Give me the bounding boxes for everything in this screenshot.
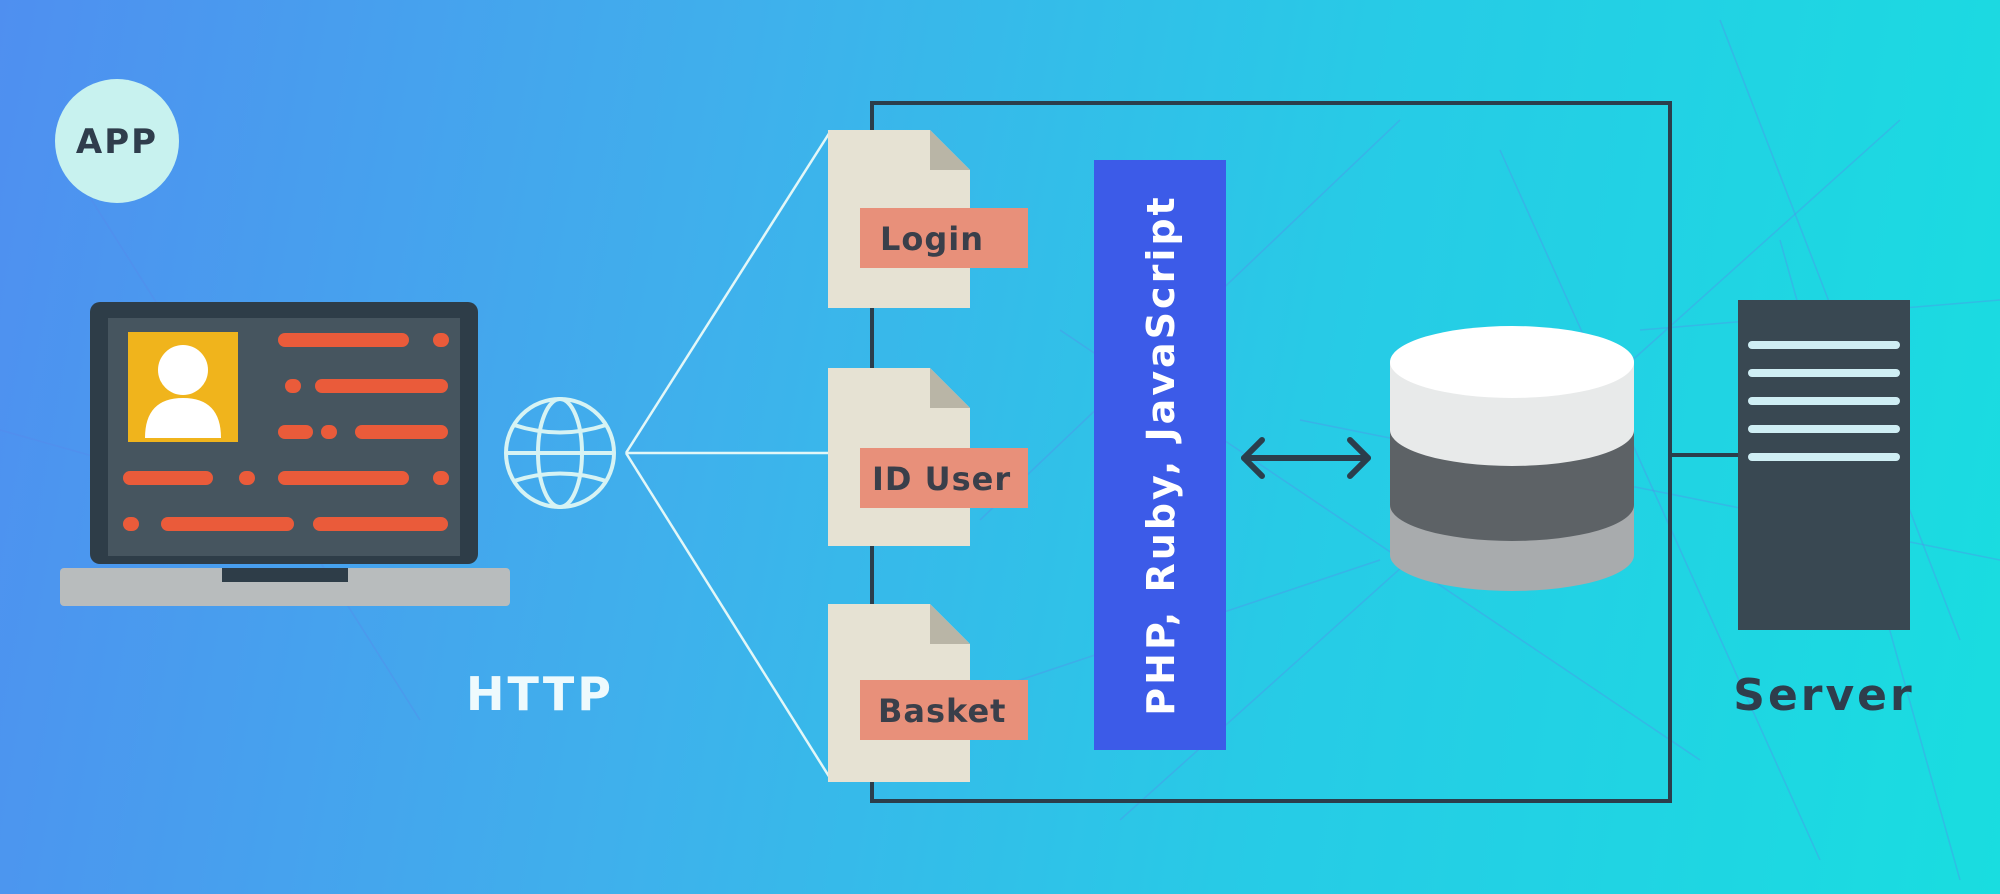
server-label: Server bbox=[1733, 670, 1914, 721]
document-id-user: ID User bbox=[828, 368, 1028, 546]
document-basket: Basket bbox=[828, 604, 1028, 782]
server-icon bbox=[1738, 300, 1910, 630]
laptop-icon bbox=[60, 302, 510, 606]
server-body bbox=[1738, 300, 1910, 630]
document-tag-label: ID User bbox=[872, 460, 1011, 498]
document-tag bbox=[860, 680, 1028, 740]
document-tag-label: Basket bbox=[878, 692, 1006, 730]
http-connectors bbox=[624, 131, 832, 779]
languages-bar bbox=[1094, 160, 1226, 750]
document-login: Login bbox=[828, 130, 1028, 308]
app-badge bbox=[55, 79, 179, 203]
laptop-hinge bbox=[222, 568, 348, 582]
document-fold bbox=[930, 368, 970, 408]
document-tag-label: Login bbox=[880, 220, 984, 258]
bidirectional-arrow-icon bbox=[1241, 437, 1371, 479]
database-icon bbox=[1390, 326, 1634, 591]
document-fold bbox=[930, 604, 970, 644]
globe-icon bbox=[504, 397, 616, 509]
document-tag bbox=[860, 208, 1028, 268]
app-badge-label: APP bbox=[76, 122, 158, 162]
screen-text-lines bbox=[123, 333, 449, 531]
avatar-head bbox=[158, 345, 208, 395]
avatar-body bbox=[145, 398, 221, 438]
laptop-base bbox=[60, 568, 510, 606]
document-fold bbox=[930, 130, 970, 170]
http-label: HTTP bbox=[466, 667, 614, 721]
languages-label: PHP, Ruby, JavaScript bbox=[1139, 194, 1183, 715]
document-tag bbox=[860, 448, 1028, 508]
server-vents bbox=[1748, 341, 1900, 461]
